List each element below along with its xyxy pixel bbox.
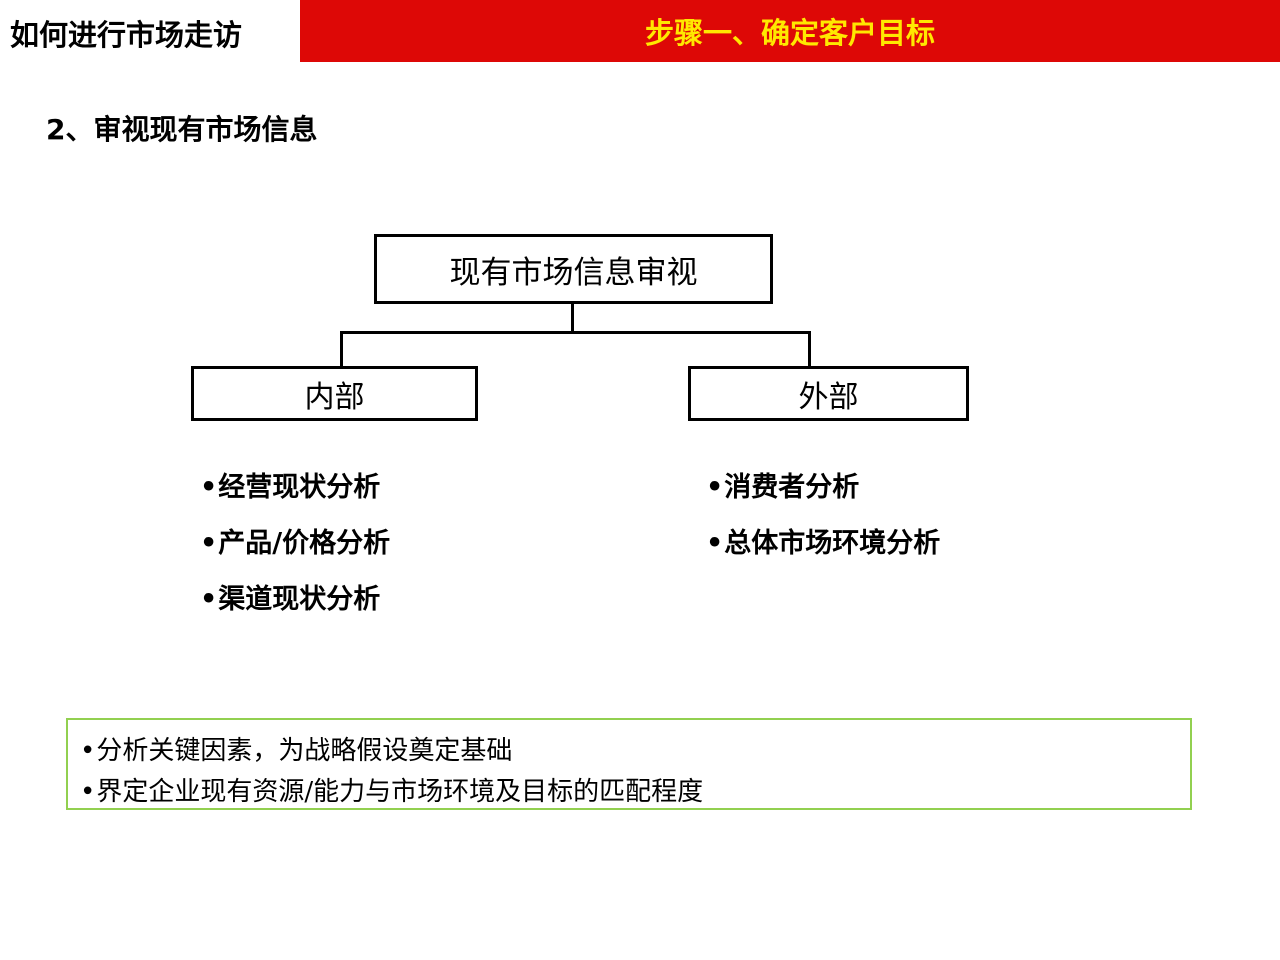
bullet-dot-icon: • bbox=[200, 472, 218, 503]
list-item: • 总体市场环境分析 bbox=[706, 516, 940, 572]
connector-left-vertical bbox=[340, 331, 343, 368]
external-bullet-list: • 消费者分析 • 总体市场环境分析 bbox=[706, 460, 940, 572]
diagram-node-internal-label: 内部 bbox=[304, 379, 365, 415]
connector-horizontal-bar bbox=[340, 331, 811, 334]
list-item-label: 产品/价格分析 bbox=[218, 528, 391, 559]
list-item: • 产品/价格分析 bbox=[200, 516, 390, 572]
bullet-dot-icon: • bbox=[80, 777, 96, 807]
callout-line: • 界定企业现有资源/能力与市场环境及目标的匹配程度 bbox=[80, 772, 1190, 813]
diagram-node-root: 现有市场信息审视 bbox=[374, 234, 773, 304]
list-item: • 消费者分析 bbox=[706, 460, 940, 516]
callout-line: • 分析关键因素，为战略假设奠定基础 bbox=[80, 731, 1190, 772]
connector-root-vertical bbox=[571, 303, 574, 334]
bullet-dot-icon: • bbox=[706, 472, 724, 503]
list-item: • 经营现状分析 bbox=[200, 460, 390, 516]
callout-line-label: 界定企业现有资源/能力与市场环境及目标的匹配程度 bbox=[96, 777, 704, 807]
connector-right-vertical bbox=[808, 331, 811, 368]
list-item-label: 总体市场环境分析 bbox=[724, 528, 941, 559]
header-step-label: 步骤一、确定客户目标 bbox=[644, 16, 935, 50]
bullet-dot-icon: • bbox=[200, 528, 218, 559]
list-item-label: 渠道现状分析 bbox=[218, 584, 381, 615]
internal-bullet-list: • 经营现状分析 • 产品/价格分析 • 渠道现状分析 bbox=[200, 460, 390, 628]
diagram-node-root-label: 现有市场信息审视 bbox=[449, 254, 698, 291]
summary-callout-box: • 分析关键因素，为战略假设奠定基础 • 界定企业现有资源/能力与市场环境及目标… bbox=[66, 718, 1192, 810]
diagram-node-external-label: 外部 bbox=[798, 379, 859, 415]
list-item-label: 经营现状分析 bbox=[218, 472, 381, 503]
bullet-dot-icon: • bbox=[200, 584, 218, 615]
diagram-node-internal: 内部 bbox=[191, 366, 478, 421]
bullet-dot-icon: • bbox=[706, 528, 724, 559]
diagram-node-external: 外部 bbox=[688, 366, 969, 421]
callout-line-label: 分析关键因素，为战略假设奠定基础 bbox=[96, 736, 513, 766]
list-item: • 渠道现状分析 bbox=[200, 572, 390, 628]
bullet-dot-icon: • bbox=[80, 736, 96, 766]
slide-header: 如何进行市场走访 步骤一、确定客户目标 bbox=[0, 0, 1280, 62]
section-heading: 2、审视现有市场信息 bbox=[46, 113, 318, 146]
header-red-banner bbox=[300, 0, 1280, 62]
slide-deck-title: 如何进行市场走访 bbox=[10, 18, 243, 52]
list-item-label: 消费者分析 bbox=[724, 472, 860, 503]
